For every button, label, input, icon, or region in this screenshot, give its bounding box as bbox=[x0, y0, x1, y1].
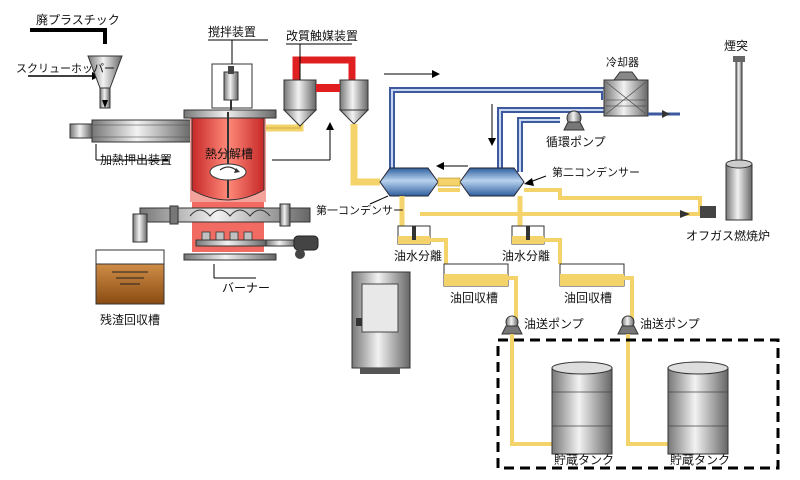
storage-tank-1 bbox=[551, 361, 613, 455]
residue-tank bbox=[95, 249, 165, 305]
label-oil-tank-1: 油回収槽 bbox=[450, 291, 498, 305]
label-heating-extruder: 加熱押出装置 bbox=[100, 153, 172, 167]
label-offgas-burner: オフガス燃焼炉 bbox=[686, 228, 770, 243]
pyrolysis-reactor bbox=[183, 109, 277, 202]
reforming-catalyst-unit bbox=[282, 56, 370, 127]
control-panel bbox=[351, 271, 411, 374]
label-second-condenser: 第二コンデンサー bbox=[552, 165, 640, 179]
second-condenser bbox=[459, 167, 525, 197]
label-chimney: 煙突 bbox=[724, 38, 748, 53]
label-stirrer: 撹拌装置 bbox=[208, 24, 256, 39]
offgas-burner bbox=[700, 159, 753, 221]
screw-hopper bbox=[87, 55, 123, 109]
label-reforming-catalyst: 改質触媒装置 bbox=[286, 28, 358, 43]
cooling-water-loop bbox=[389, 87, 607, 172]
oil-water-separator-1 bbox=[397, 225, 431, 245]
cooler bbox=[603, 71, 649, 117]
oil-recovery-tank-2 bbox=[559, 263, 625, 287]
heating-extruder bbox=[69, 119, 193, 143]
storage-tank-2 bbox=[667, 361, 729, 455]
label-oil-tank-2: 油回収槽 bbox=[564, 291, 612, 305]
residue-screw bbox=[139, 203, 311, 227]
label-storage-tank-1: 貯蔵タンク bbox=[554, 453, 614, 467]
label-residue-tank: 残渣回収槽 bbox=[100, 313, 160, 327]
oil-pump-1 bbox=[501, 315, 523, 335]
label-oil-water-sep-1: 油水分離 bbox=[394, 249, 442, 263]
label-pyrolysis-tank: 熱分解槽 bbox=[205, 147, 253, 161]
label-oil-water-sep-2: 油水分離 bbox=[502, 249, 550, 263]
plastic-feed-arrow bbox=[30, 28, 107, 44]
label-first-condenser: 第一コンデンサー bbox=[316, 203, 404, 217]
label-oil-pump-2: 油送ポンプ bbox=[640, 316, 700, 331]
oil-recovery-tank-1 bbox=[443, 263, 509, 287]
chimney bbox=[733, 56, 745, 165]
first-condenser bbox=[379, 167, 439, 197]
oil-pump-2 bbox=[617, 315, 639, 335]
oil-water-separator-2 bbox=[511, 225, 545, 245]
stirrer bbox=[211, 63, 253, 112]
storage-area-boundary bbox=[496, 338, 780, 470]
label-oil-pump-1: 油送ポンプ bbox=[524, 316, 584, 331]
label-waste-plastic: 廃プラスチック bbox=[36, 12, 120, 27]
label-storage-tank-2: 貯蔵タンク bbox=[670, 453, 730, 467]
label-screw-hopper: スクリューホッパー bbox=[16, 62, 115, 75]
label-cooler: 冷却器 bbox=[606, 56, 639, 69]
label-burner: バーナー bbox=[222, 281, 270, 295]
circulation-pump bbox=[563, 110, 585, 131]
label-circulation-pump: 循環ポンプ bbox=[546, 135, 606, 149]
